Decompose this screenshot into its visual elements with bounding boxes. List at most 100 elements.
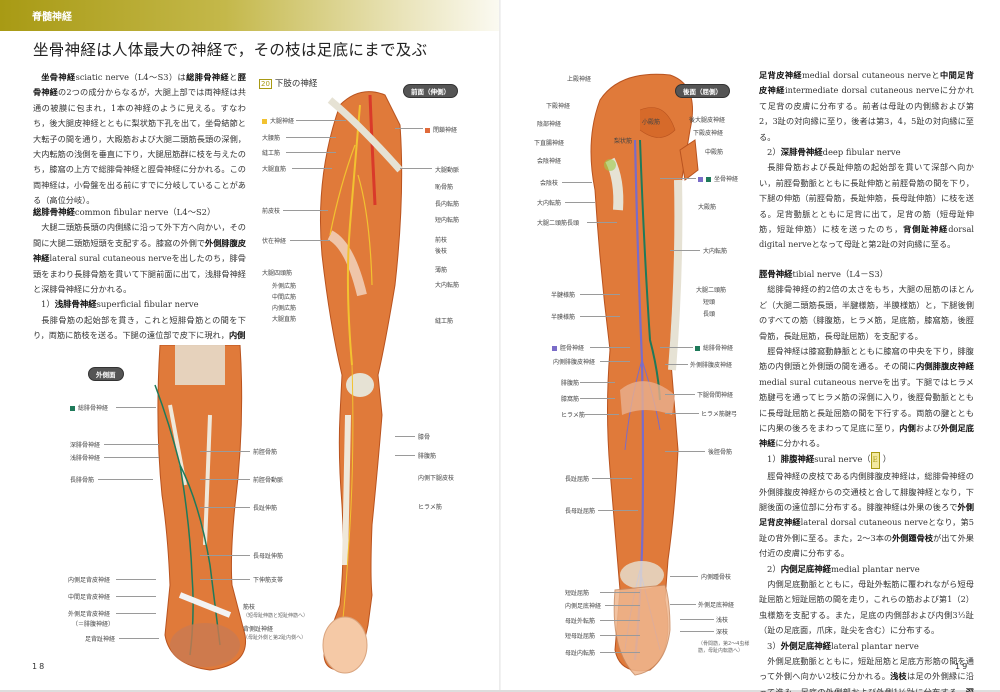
leader-line [395,455,415,456]
section-header-band: 脊髄神経 [0,0,500,31]
label-tibialis-anterior: 前脛骨筋 [253,449,278,456]
sciatic-nerve-paragraph: 坐骨神経sciatic nerve（L4～S3）は総腓骨神経と脛骨神経の2つの成… [33,70,246,209]
text: superficial fibular nerve [96,299,199,310]
lateral-view-pill: 外側面 [88,367,124,381]
term: 内側腓腹皮神経 [916,361,974,372]
term-tibial: 脛骨神経 [33,72,246,98]
obturator-nerve-swatch [425,128,430,133]
medial-plantar-heading: 2）内側足底神経medial plantar nerve [759,562,974,577]
text: intermediate dorsal cutaneous nerveに分かれて… [759,85,974,142]
fibular-nerve-swatch [70,406,75,411]
text: ） [882,453,892,464]
leader-line [670,576,698,577]
label-posterior-femoral-cutaneous: 後大腿皮神経 [689,117,726,124]
label-rectus-femoris-2: 大腿直筋 [272,316,297,323]
label-soleus-post: ヒラメ筋 [561,412,585,419]
leader-line [600,652,640,653]
leader-line [286,152,336,153]
label-muscular-branch: 筋枝 [243,604,256,611]
section-label: 脊髄神経 [32,12,72,23]
label-gluteus-minimus: 小殿筋 [642,119,661,126]
label-pectineus: 恥骨筋 [435,184,454,191]
label-adductor-hallucis: 母趾内転筋 [565,650,596,657]
label-dorsal-digital-nerve: 足背趾神経 [85,636,116,643]
note-muscular-branch: （短母趾伸筋と短趾伸筋へ） [243,613,309,619]
leader-line [200,555,250,556]
leader-line [580,294,620,295]
label-deep-branch: 深枝 [716,629,729,636]
label-long-head: 長頭 [703,311,716,318]
leader-line [605,605,640,606]
label-interosseous-crural: 下腿骨間神経 [697,392,734,399]
term: 足背皮神経 [759,70,803,80]
leader-line [562,182,592,183]
label-psoas: 大腰筋 [262,135,281,142]
label-medial-sural-cutaneous: 内側腓腹皮神経 [553,359,596,366]
label-tibial-nerve: 脛骨神経 [552,343,584,352]
term: 内側足底神経 [780,563,831,574]
femoral-nerve-swatch [262,119,267,124]
leader-line [296,120,346,121]
label-extensor-hallucis-longus: 長母趾伸筋 [253,553,284,560]
term: 腓腹神経 [780,453,815,464]
tibial-paragraph-1: 総腓骨神経の約2倍の太さをもち，大腿の屈筋のほとんど（大腿二頭筋長頭，半腱様筋，… [759,284,974,341]
label-obturator-nerve: 閉鎖神経 [425,125,457,134]
leader-line [580,398,615,399]
leader-line [283,210,328,211]
text: の2つの成分からなるが，大腿上部では両神経は共通の被膜に包まれ，1本の神経のよう… [33,87,246,206]
text: common fibular nerve（L4～S2） [74,207,216,217]
label-flexor-hallucis-brevis: 短母趾屈筋 [565,633,596,640]
figure-ref[interactable]: E [870,451,880,470]
common-fibular-heading: 総腓骨神経common fibular nerve（L4～S2） [33,205,246,220]
leader-line [670,604,696,605]
label-vastus-medialis: 内側広筋 [272,305,297,312]
deep-fibular-heading: 2）深腓骨神経deep fibular nerve [759,145,974,160]
leader-line [104,457,159,458]
text: tibial nerve（L4－S3） [792,268,889,279]
superficial-fibular-heading: 1）浅腓骨神経superficial fibular nerve [33,297,246,312]
label-biceps-femoris: 大腿二頭筋 [696,287,727,294]
text: に分かれる。 [775,438,825,449]
text: 長腓骨筋および長趾伸筋の起始部を貫いて深部へ向かい，前脛骨動脈とともに長趾伸筋と… [759,162,974,235]
spacer [759,253,974,267]
label-adductor-brevis: 短内転筋 [435,217,460,224]
leader-line [680,631,714,632]
leader-line [200,507,250,508]
term: 深枝 [965,686,974,692]
term: 外側足背皮神経 [759,501,974,528]
label-medial-crural-cutaneous: 内側下腿皮枝 [418,475,455,482]
label-gastrocnemius: 腓腹筋 [418,453,437,460]
leader-line [116,407,156,408]
term: 外側踵骨枝 [892,532,934,543]
label-femoral-artery: 大腿動脈 [435,167,460,174]
label-sciatic-nerve: 坐骨神経 [698,174,738,183]
anterior-view-pill: 前面（伸側） [403,84,458,98]
text: lateral dorsal cutaneous nerveとなり，第5趾の背外… [759,517,974,543]
label-superficial-branch: 浅枝 [716,617,729,624]
label-biceps-long-head: 大腿二頭筋長頭 [537,220,580,227]
leader-line [584,414,619,415]
text: dorsal digital nerveとなって母趾と第2趾の対向縁に至る。 [759,224,974,250]
leader-line [395,436,415,437]
label-posterior-branch: 後枝 [435,248,448,255]
label-femoral-nerve: 大腿神経 [262,116,294,125]
leader-line [200,579,250,580]
note-dorsal-digital: （母趾外側と第2趾内側へ） [243,635,307,641]
leader-line [665,413,699,414]
leader-line [565,202,595,203]
label-medial-plantar-nerve: 内側足底神経 [565,603,602,610]
label-adductor-magnus-right: 大内転筋 [703,248,728,255]
leader-line [286,137,336,138]
leader-line [200,479,250,480]
term: 外側腓腹皮神経 [33,237,246,264]
text: medial sural cutaneous nerveを出す。下腿ではヒラメ筋… [759,376,974,433]
label-flexor-hallucis-longus: 長母趾屈筋 [565,508,596,515]
label-medial-calcaneal-branch: 内側踵骨枝 [701,574,732,581]
label-lateral-sural-cutaneous: 外側腓腹皮神経 [690,362,733,369]
term: 浅腓骨神経 [54,299,97,310]
label-soleus-arch: ヒラメ筋腱弓 [701,411,737,418]
label-superficial-fibular-nerve: 浅腓骨神経 [70,455,101,462]
label-soleus: ヒラメ筋 [418,504,442,511]
label-inferior-rectal-nerve: 下直腸神経 [534,140,565,147]
text: 長腓骨筋の起始部を貫き，これと短腓骨筋との間を下り，両筋に筋枝を送る。下腿の遠位… [33,314,246,341]
